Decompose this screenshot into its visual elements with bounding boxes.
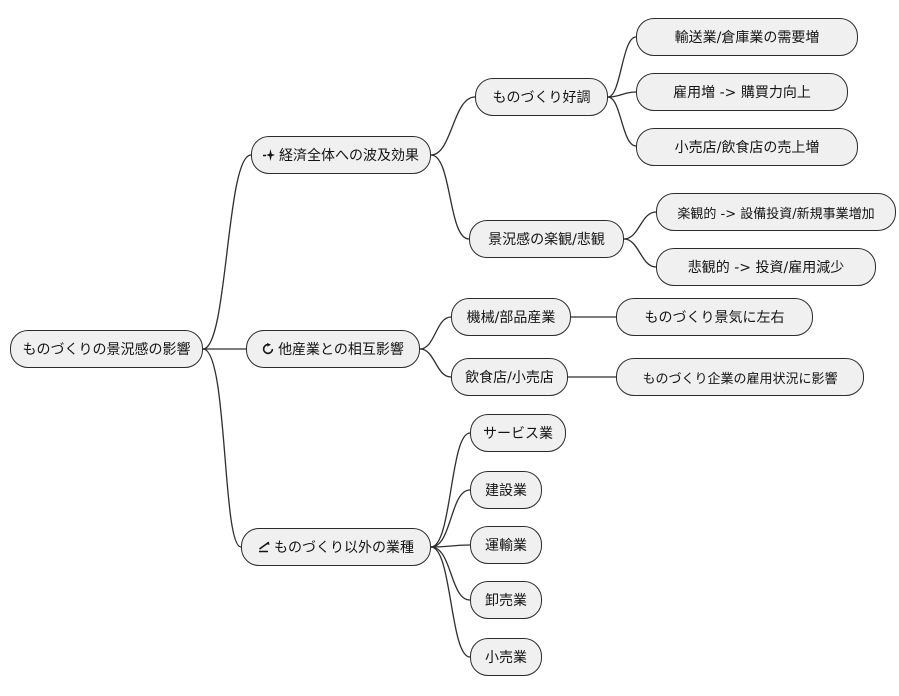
- edge-b3-c1: [430, 432, 471, 548]
- node-affected-by-manufacturing-employment[interactable]: ものづくり企業の雇用状況に影響: [616, 358, 864, 396]
- edge-root-b1: [202, 154, 252, 350]
- node-depends-on-manufacturing-economy[interactable]: ものづくり景気に左右: [616, 298, 813, 336]
- node-label: 雇用増 -> 購買力向上: [673, 85, 811, 101]
- node-label: 小売店/飲食店の売上増: [674, 140, 820, 156]
- edge-c2-l2: [623, 238, 657, 268]
- node-label: ものづくり以外の業種: [274, 540, 414, 556]
- edge-b1-c1: [430, 96, 476, 156]
- node-label: 卸売業: [485, 593, 527, 609]
- node-label: 景況感の楽観/悲観: [488, 232, 605, 248]
- cycle-icon: [262, 343, 274, 355]
- node-label: 経済全体への波及効果: [279, 148, 419, 164]
- edge-b2-c1: [419, 316, 452, 350]
- node-root-label: ものづくりの景況感の影響: [22, 342, 191, 358]
- node-optimistic-investment-increase[interactable]: 楽観的 -> 設備投資/新規事業増加: [656, 193, 896, 231]
- node-wholesale-industry[interactable]: 卸売業: [470, 581, 542, 619]
- node-label: ものづくり企業の雇用状況に影響: [642, 371, 838, 387]
- node-root[interactable]: ものづくりの景況感の影響: [10, 330, 203, 368]
- node-label: 他産業との相互影響: [278, 342, 404, 358]
- node-transport-warehouse-demand[interactable]: 輸送業/倉庫業の需要増: [636, 18, 858, 56]
- node-service-industry[interactable]: サービス業: [470, 414, 566, 452]
- edge-c2-l1: [623, 211, 657, 240]
- node-retail-restaurant-sales[interactable]: 小売店/飲食店の売上増: [636, 128, 858, 166]
- edge-c1-l2: [607, 91, 637, 98]
- edge-b3-c4: [430, 546, 471, 601]
- edge-b3-c2: [430, 489, 471, 548]
- edge-b2-c2: [419, 348, 452, 378]
- node-label: 機械/部品産業: [466, 310, 556, 326]
- node-construction-industry[interactable]: 建設業: [470, 471, 542, 509]
- node-label: サービス業: [483, 426, 553, 442]
- node-label: 建設業: [485, 483, 527, 499]
- node-label: 楽観的 -> 設備投資/新規事業増加: [677, 206, 875, 222]
- node-label: 運輸業: [485, 538, 527, 554]
- node-machinery-parts-industry[interactable]: 機械/部品産業: [451, 298, 571, 336]
- node-employment-purchasing-power[interactable]: 雇用増 -> 購買力向上: [636, 73, 848, 111]
- node-label: 飲食店/小売店: [465, 370, 554, 386]
- node-sentiment-optimism-pessimism[interactable]: 景況感の楽観/悲観: [469, 220, 624, 258]
- chart-icon: [258, 541, 270, 553]
- node-transport-industry[interactable]: 運輸業: [470, 526, 542, 564]
- edge-root-b3: [202, 348, 242, 548]
- node-pessimistic-investment-decrease[interactable]: 悲観的 -> 投資/雇用減少: [656, 248, 876, 286]
- node-label: ものづくり景気に左右: [644, 310, 785, 326]
- edge-c1-l3: [607, 96, 637, 147]
- node-economy-ripple[interactable]: 経済全体への波及効果: [251, 136, 431, 174]
- node-label: ものづくり好調: [492, 90, 591, 106]
- node-retail-industry[interactable]: 小売業: [470, 638, 542, 676]
- node-label: 悲観的 -> 投資/雇用減少: [687, 260, 845, 276]
- edge-b3-c3: [430, 544, 471, 548]
- node-manufacturing-strong[interactable]: ものづくり好調: [475, 78, 608, 116]
- edge-b3-c5: [430, 546, 471, 658]
- node-non-manufacturing-industries[interactable]: ものづくり以外の業種: [241, 528, 431, 566]
- node-mutual-industry-influence[interactable]: 他産業との相互影響: [246, 330, 420, 368]
- edge-c1-l1: [607, 36, 637, 98]
- node-restaurant-retail[interactable]: 飲食店/小売店: [451, 358, 568, 396]
- node-label: 輸送業/倉庫業の需要増: [674, 30, 820, 46]
- node-label: 小売業: [485, 650, 527, 666]
- sparkle-icon: [263, 149, 275, 161]
- edge-b1-c2: [430, 154, 470, 240]
